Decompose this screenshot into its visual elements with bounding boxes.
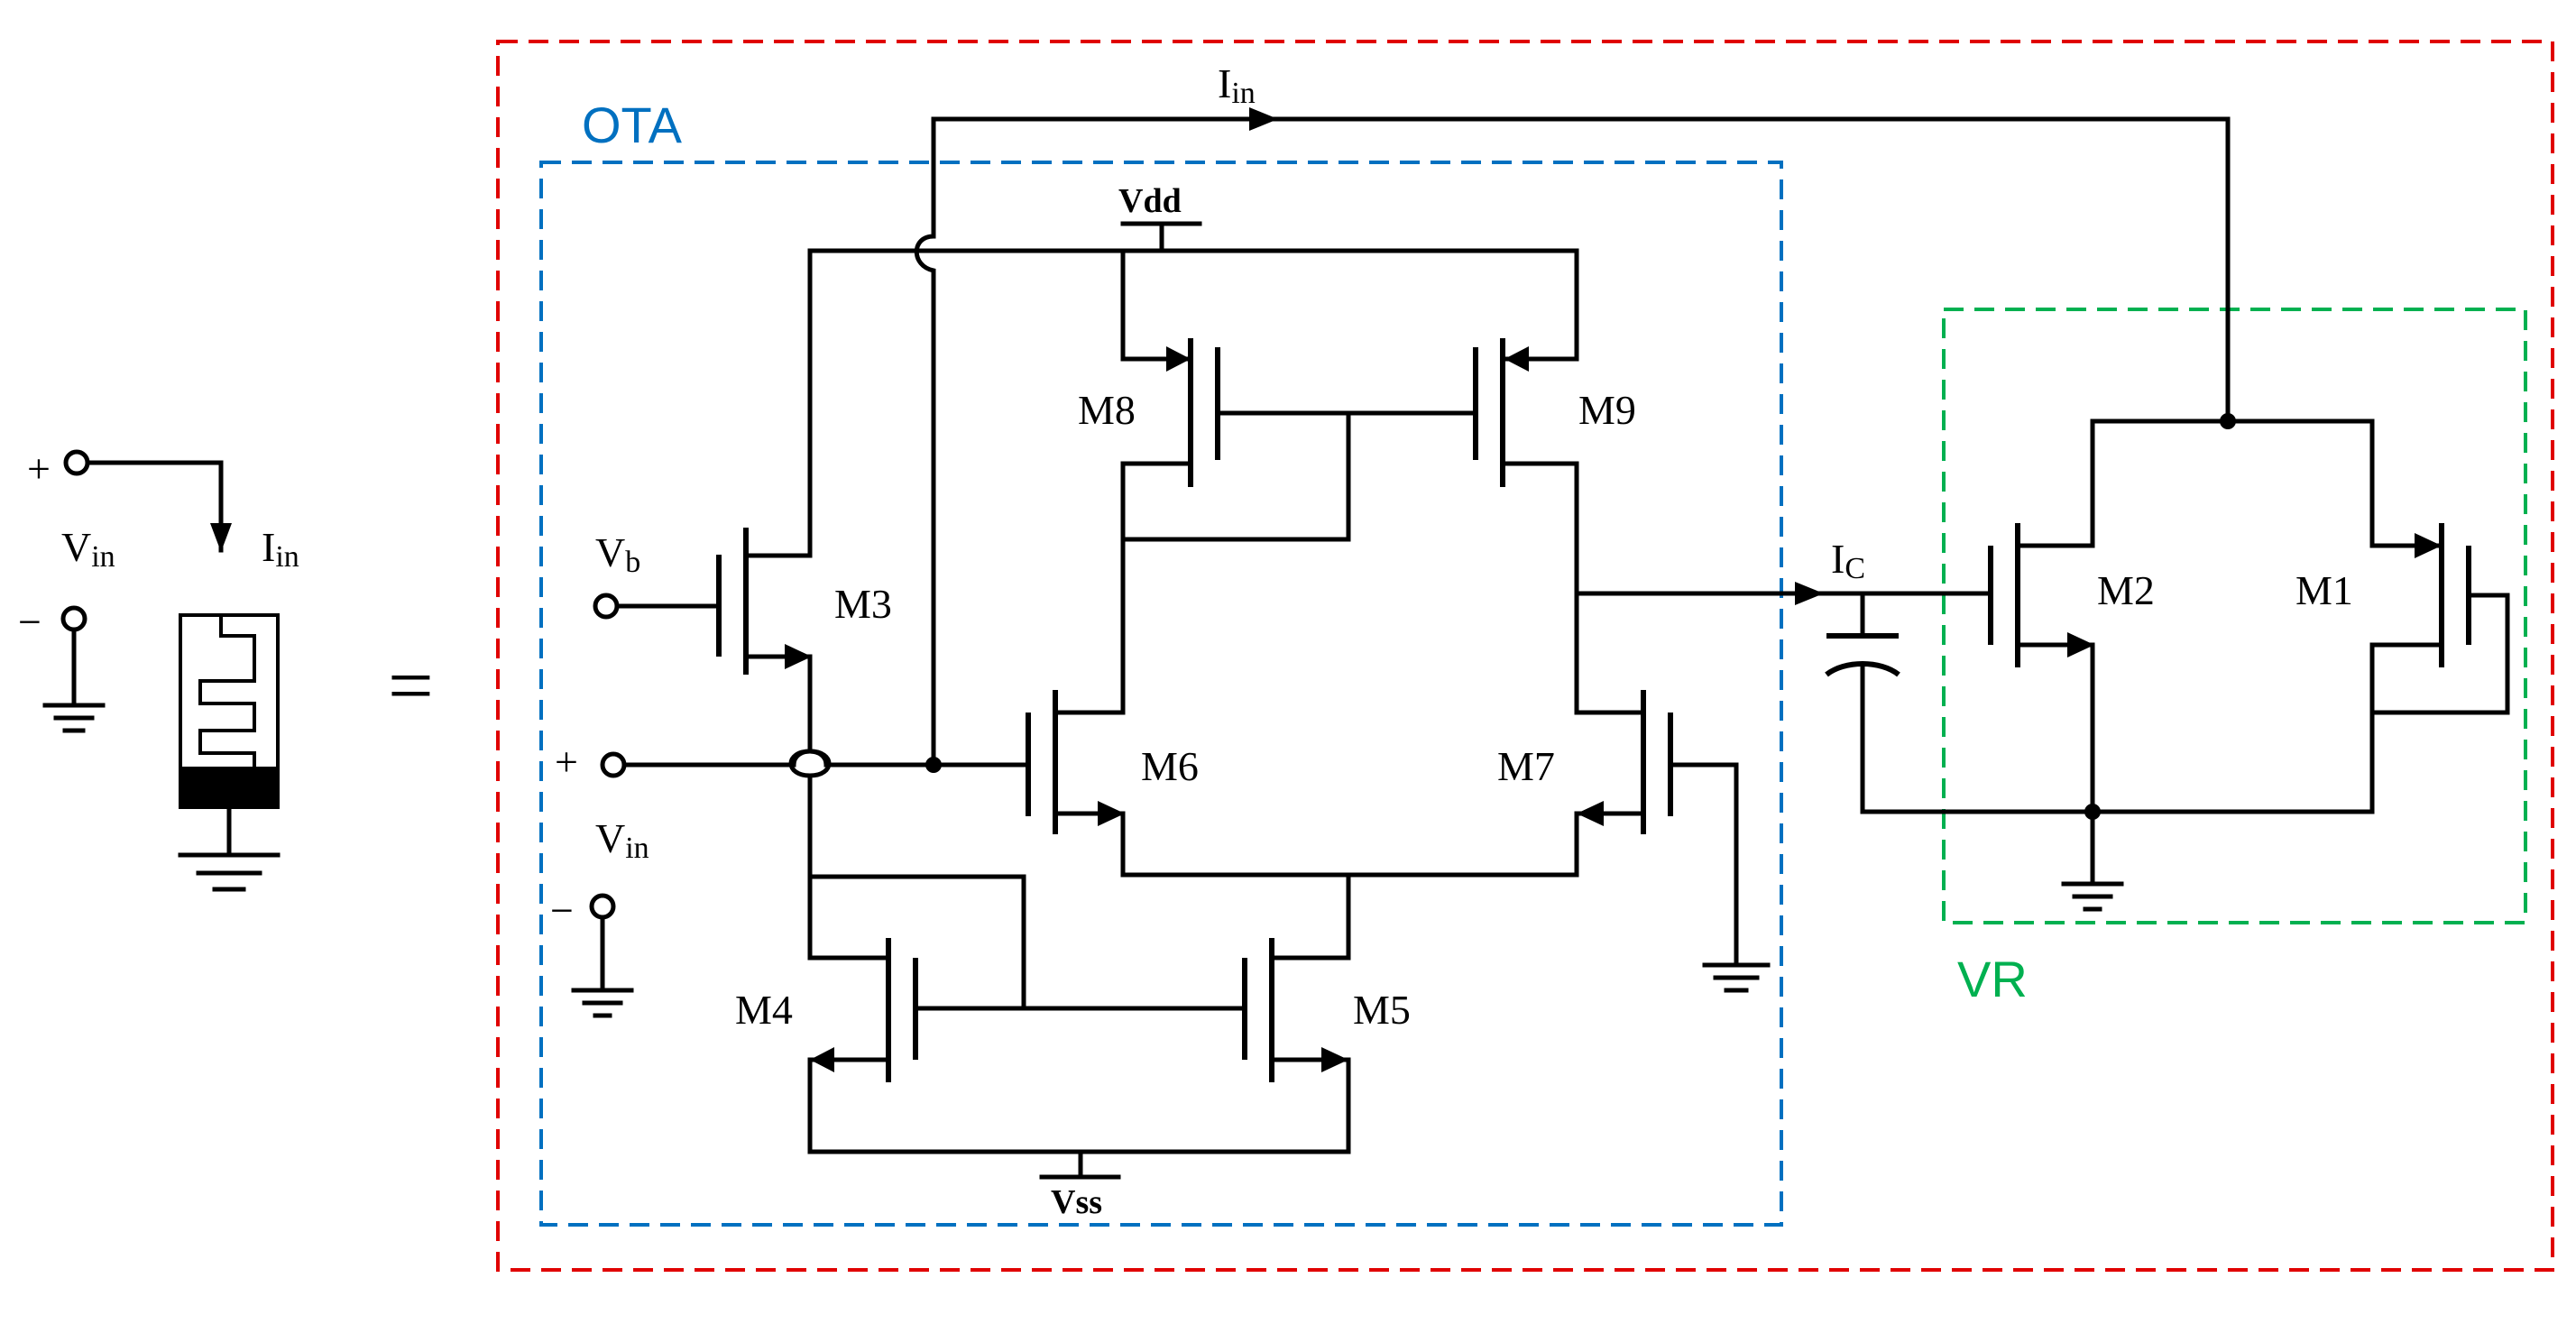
- equals-sign: =: [388, 641, 434, 731]
- vin-input-label: Vin: [595, 815, 649, 865]
- transistor-m9: M9: [1473, 338, 1636, 487]
- vdd-symbol: [1120, 221, 1202, 253]
- m4-diode-wire: [807, 874, 1026, 1011]
- memristor-device-icon: [179, 613, 280, 809]
- vss-label: Vss: [1051, 1183, 1102, 1221]
- ic-output-wire: [1574, 591, 1865, 621]
- vin-plus-sign: +: [27, 446, 51, 492]
- input-minus-sign: −: [550, 887, 574, 933]
- vin-plus-input-terminal[interactable]: [600, 751, 627, 778]
- vb-terminal[interactable]: [593, 593, 620, 620]
- m2-label: M2: [2097, 567, 2155, 613]
- vin-plus-terminal: [63, 449, 90, 476]
- transistor-m5: M5: [1242, 938, 1411, 1154]
- junction-dot: [925, 757, 942, 773]
- vr-box: [1942, 308, 2527, 924]
- vin-plus-input-wire: [621, 749, 1029, 768]
- transistor-m8: M8: [1078, 248, 1220, 487]
- transistor-m7: M7: [1497, 690, 1739, 968]
- m5-label: M5: [1353, 987, 1411, 1033]
- m3-label: M3: [834, 581, 892, 627]
- transistor-m2: M2: [1988, 523, 2155, 814]
- transistor-m1: M1: [2295, 523, 2510, 715]
- ic-label: IC: [1831, 536, 1865, 585]
- ground-icon: [42, 703, 106, 733]
- vin-minus-input-terminal[interactable]: [589, 893, 616, 920]
- iin-label: Iin: [262, 524, 299, 574]
- vss-symbol: [1039, 1149, 1121, 1180]
- m4-label: M4: [735, 987, 793, 1033]
- m9-label: M9: [1578, 387, 1636, 433]
- vdd-label: Vdd: [1118, 182, 1182, 220]
- vb-label: Vb: [595, 529, 640, 579]
- vr-top-wire: [2090, 418, 2375, 548]
- ground-icon: [1702, 962, 1771, 993]
- m6-label: M6: [1141, 743, 1199, 789]
- m8-label: M8: [1078, 387, 1136, 433]
- mirror-gate-wire: [1120, 410, 1478, 542]
- vin-label: Vin: [61, 524, 115, 574]
- m1-label: M1: [2295, 567, 2353, 613]
- diff-pair-tail-wire: [1120, 811, 1579, 878]
- ota-label: OTA: [582, 97, 683, 153]
- equivalent-device-symbol: + Vin Iin −: [18, 446, 299, 892]
- transistor-m3: M3: [614, 528, 892, 675]
- iin-feedback-arrow-icon: [1249, 107, 1278, 131]
- iin-feedback-wire: [914, 116, 2231, 765]
- ota-box: [539, 161, 1783, 1227]
- transistor-m6: M6: [1026, 690, 1199, 878]
- ground-icon: [178, 852, 281, 892]
- ic-arrow-icon: [1795, 582, 1824, 605]
- junction-dot: [2220, 413, 2236, 429]
- vr-label: VR: [1957, 951, 2028, 1007]
- vin-minus-sign: −: [18, 599, 41, 645]
- ground-icon: [2061, 881, 2124, 912]
- iin-arrow-icon: [210, 523, 232, 552]
- iin-feedback-label: Iin: [1218, 60, 1256, 110]
- vin-minus-terminal: [60, 605, 87, 632]
- iin-wire: [85, 460, 224, 553]
- m7-label: M7: [1497, 743, 1555, 789]
- transistor-m4: M4: [735, 874, 918, 1154]
- outer-system-box: [496, 40, 2554, 1272]
- vr-ground-rail: [1860, 710, 2375, 814]
- input-plus-sign: +: [555, 739, 578, 785]
- vdd-rail: [807, 248, 1579, 558]
- capacitor-icon: [1825, 615, 1900, 814]
- ground-icon: [571, 988, 634, 1018]
